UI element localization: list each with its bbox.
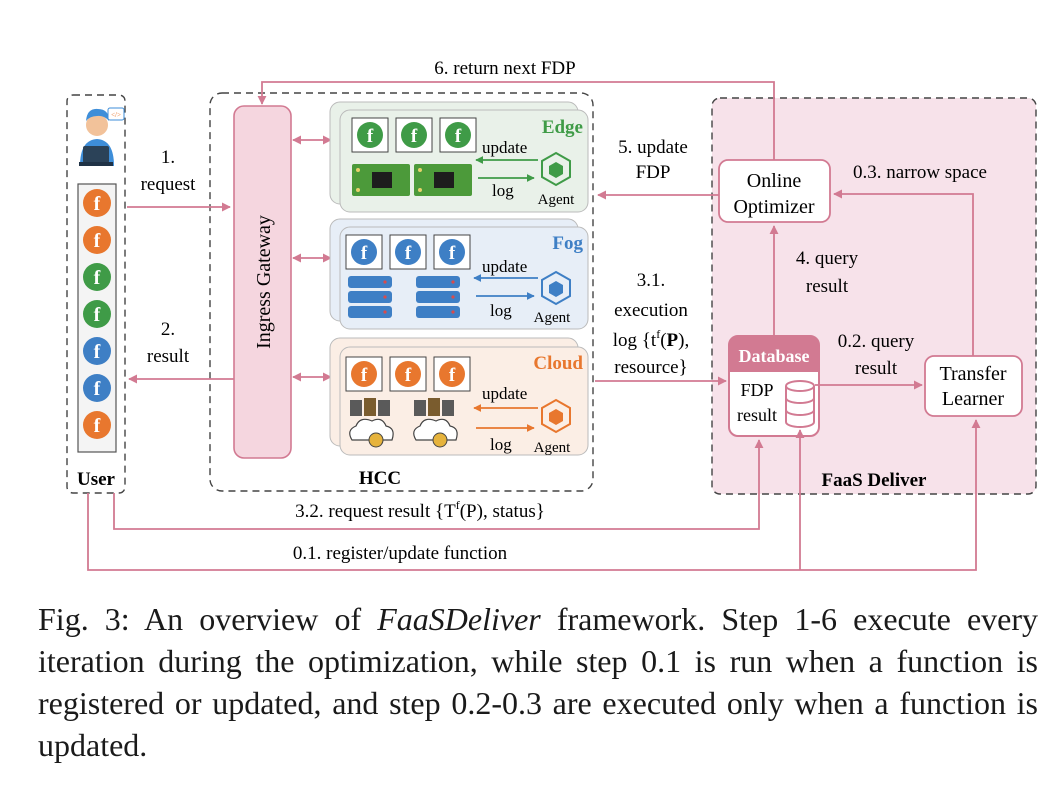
user-avatar-icon: </> — [79, 107, 125, 166]
cloud-agent-label: Agent — [534, 440, 571, 456]
svg-text:f: f — [449, 243, 456, 264]
ingress-gateway-label: Ingress Gateway — [253, 215, 275, 349]
svg-text:f: f — [367, 126, 374, 147]
hcc-label: HCC — [359, 468, 401, 489]
figure-caption: Fig. 3: An overview of FaaSDeliver frame… — [38, 598, 1038, 766]
online-optimizer-label-line2: Optimizer — [733, 196, 814, 218]
database-cylinder-icon — [785, 380, 815, 428]
register-function-label: 0.1. register/update function — [293, 543, 508, 564]
user-function-glyph: f — [94, 415, 101, 437]
user-function-glyph: f — [94, 230, 101, 252]
database-result-label: result — [737, 405, 777, 425]
user-function-icon — [83, 226, 111, 254]
user-function-glyph: f — [94, 378, 101, 400]
ingress-gateway — [233, 105, 292, 459]
svg-text:f: f — [361, 365, 368, 386]
cloud-update-label: update — [482, 384, 527, 403]
edge-log-label: log — [492, 181, 514, 200]
query-result-4-line1: 4. query — [796, 248, 859, 269]
svg-text:f: f — [405, 365, 412, 386]
query-result-02-line2: result — [855, 358, 898, 379]
user-function-glyph: f — [94, 267, 101, 289]
user-function-icon — [83, 263, 111, 291]
user-function-icon — [83, 411, 111, 439]
request-result-label: 3.2. request result {Tf(P), status} — [295, 498, 545, 522]
return-next-fdp-label: 6. return next FDP — [434, 58, 575, 79]
request-result-arrow — [113, 439, 764, 530]
user-function-icon — [83, 337, 111, 365]
svg-text:f: f — [411, 126, 418, 147]
query-result-02-line1: 0.2. query — [838, 331, 915, 352]
request-label-step: 1. — [161, 147, 175, 168]
database-header: Database — [739, 346, 810, 366]
user-label: User — [77, 469, 116, 490]
transfer-learner-label-line2: Learner — [942, 388, 1005, 410]
update-fdp-label-line2: FDP — [636, 162, 671, 183]
update-fdp-label-line1: 5. update — [618, 137, 688, 158]
svg-text:f: f — [455, 126, 462, 147]
request-label-text: request — [141, 174, 197, 195]
faas-deliver-label: FaaS Deliver — [821, 470, 927, 491]
svg-text:f: f — [405, 243, 412, 264]
edge-device-icons — [352, 164, 472, 196]
svg-text:</>: </> — [111, 111, 121, 119]
fog-tier: Fog f f f update log Agent — [329, 218, 589, 330]
user-function-glyph: f — [94, 193, 101, 215]
register-function-arrow — [87, 419, 981, 571]
caption-lead: Fig. 3: An overview of — [38, 601, 378, 637]
return-next-fdp-arrow — [257, 81, 775, 160]
svg-text:f: f — [449, 365, 456, 386]
execution-log-line2: execution — [614, 300, 688, 321]
transfer-learner-label-line1: Transfer — [939, 363, 1006, 385]
execution-log-line4: resource} — [614, 357, 687, 378]
database-fdp-label: FDP — [740, 380, 773, 400]
edge-tier-label: Edge — [542, 117, 583, 138]
user-function-icon — [83, 300, 111, 328]
fog-update-label: update — [482, 257, 527, 276]
narrow-space-label: 0.3. narrow space — [853, 162, 987, 183]
edge-update-label: update — [482, 138, 527, 157]
cloud-tier: Cloud f f f update log Agent — [329, 337, 589, 456]
fog-log-label: log — [490, 301, 512, 320]
caption-rest: framework. Step 1-6 execute every iterat… — [38, 601, 1039, 763]
hcc-region — [209, 92, 594, 492]
fog-tier-label: Fog — [552, 233, 583, 254]
edge-agent-icon — [541, 151, 571, 187]
cloud-agent-icon — [541, 398, 571, 434]
user-function-glyph: f — [94, 341, 101, 363]
online-optimizer-label-line1: Online — [747, 170, 802, 192]
fog-agent-label: Agent — [534, 310, 571, 326]
svg-text:f: f — [361, 243, 368, 264]
fog-server-icons — [348, 276, 460, 318]
cloud-function-icons: f f f — [345, 356, 471, 392]
execution-log-line3: log {tf(P), — [613, 327, 689, 351]
fog-function-icons: f f f — [345, 234, 471, 270]
fog-agent-icon — [541, 270, 571, 306]
query-result-4-line2: result — [806, 276, 849, 297]
caption-framework-name: FaaSDeliver — [377, 601, 541, 637]
user-region — [66, 94, 126, 494]
user-function-icon — [83, 374, 111, 402]
result-label-text: result — [147, 346, 190, 367]
edge-agent-label: Agent — [538, 192, 575, 208]
cloud-datacenter-icons — [349, 398, 458, 448]
cloud-log-label: log — [490, 435, 512, 454]
cloud-tier-label: Cloud — [533, 353, 583, 374]
execution-log-step: 3.1. — [637, 270, 666, 291]
result-label-step: 2. — [161, 319, 175, 340]
narrow-space-arrow — [833, 189, 974, 356]
edge-function-icons: f f f — [351, 117, 477, 153]
user-function-icon — [83, 189, 111, 217]
edge-tier: Edge f f f update log Agent — [329, 101, 589, 213]
user-function-glyph: f — [94, 304, 101, 326]
